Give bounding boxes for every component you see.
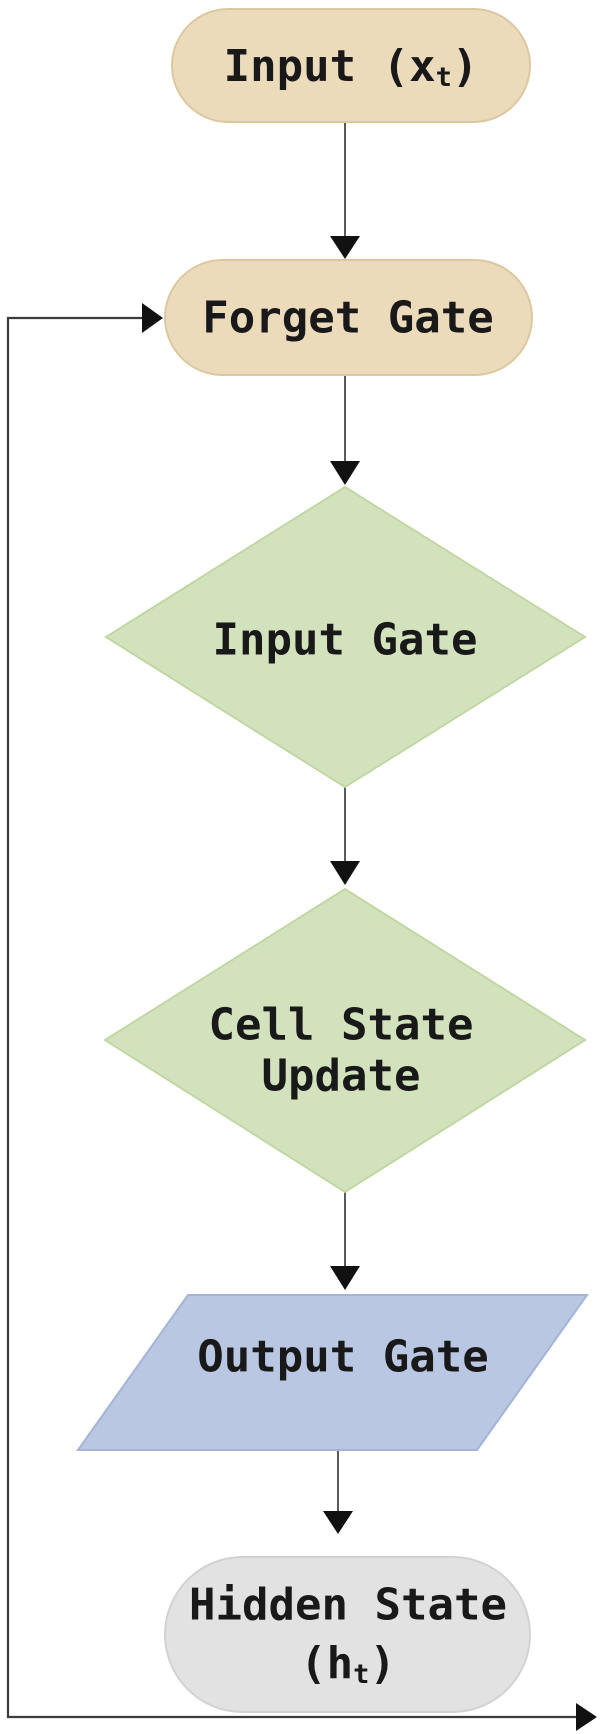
input-gate-node-label: Input Gate <box>213 615 478 666</box>
arrowhead <box>330 861 360 885</box>
cell-state-update-node-label-line1: Cell State <box>209 1000 474 1051</box>
hidden-state-node-shape <box>164 1556 531 1713</box>
edge-hidden-state-to-forget-gate-loop <box>6 303 597 1731</box>
cell-state-update-node-shape <box>103 887 587 1194</box>
edge-forget-gate-to-input-gate <box>330 375 360 485</box>
edge-cell-state-update-to-output-gate <box>330 1192 360 1290</box>
node-hidden-state: Hidden State (ht) <box>164 1556 531 1713</box>
input-node-label: Input (xt) <box>224 41 479 93</box>
edge-input-gate-to-cell-state-update <box>330 787 360 885</box>
node-output-gate: Output Gate <box>76 1294 589 1451</box>
arrowhead <box>323 1511 353 1534</box>
arrowhead <box>330 461 360 485</box>
forget-gate-node-shape <box>164 259 533 376</box>
input-node-shape <box>171 8 531 123</box>
node-input-xt: Input (xt) <box>171 8 531 123</box>
arrowhead-into-forget-gate <box>142 303 163 333</box>
feedback-loop-line <box>6 316 577 1719</box>
output-gate-node-shape <box>76 1294 589 1451</box>
input-gate-node-shape <box>104 485 587 789</box>
edge-output-gate-to-hidden-state <box>323 1451 353 1534</box>
hidden-state-node-label-line2: (ht) <box>300 1638 396 1690</box>
hidden-state-node-label-line1: Hidden State <box>189 1580 507 1631</box>
node-cell-state-update: Cell State Update <box>103 887 587 1194</box>
arrowhead <box>330 236 360 259</box>
forget-gate-node-label: Forget Gate <box>202 293 493 344</box>
node-forget-gate: Forget Gate <box>164 259 533 376</box>
arrowhead-bottom-right-exit <box>576 1703 597 1731</box>
node-input-gate: Input Gate <box>104 485 587 789</box>
edge-input-to-forget-gate <box>330 122 360 259</box>
output-gate-node-label: Output Gate <box>197 1332 488 1383</box>
cell-state-update-node-label-line2: Update <box>262 1051 421 1102</box>
arrowhead <box>330 1266 360 1290</box>
